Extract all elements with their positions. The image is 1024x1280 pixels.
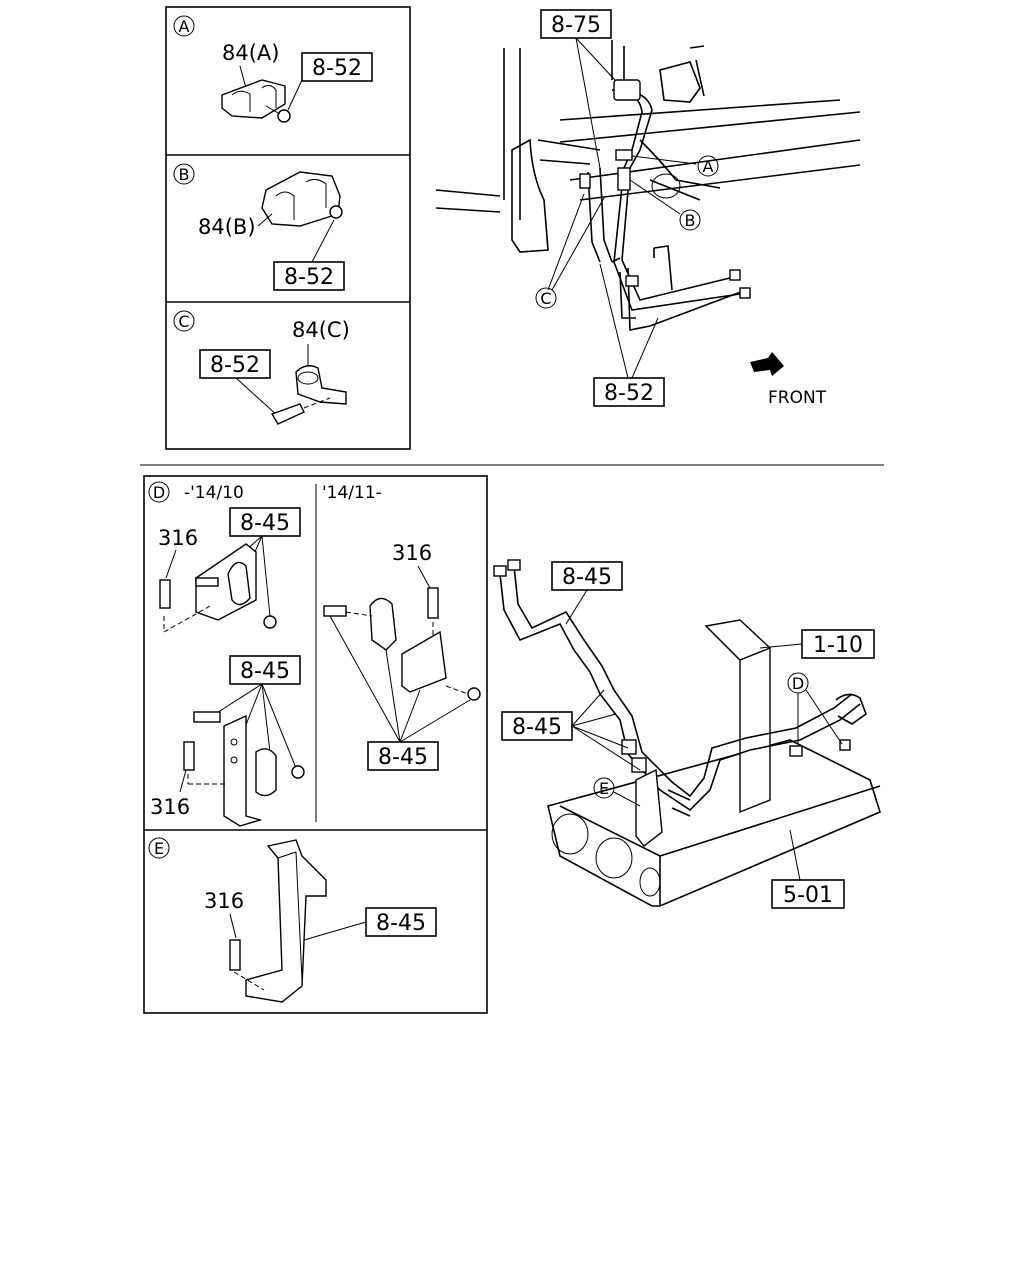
- part-84c-label: 84(C): [292, 318, 350, 342]
- bolt-316-e: [229, 939, 241, 971]
- callout-c-main-circle: [535, 287, 557, 309]
- cab-body: [511, 138, 549, 253]
- callout-e-main: E: [599, 779, 609, 798]
- ref-8-52-c: 8-52: [210, 353, 260, 378]
- bracket-d3: [401, 630, 447, 693]
- callout-d-label: D: [153, 483, 165, 502]
- bolt-316-d2: [183, 741, 195, 771]
- callout-c-main: C: [540, 289, 551, 308]
- ref-8-52-a: 8-52: [312, 56, 362, 81]
- callout-b-label: B: [179, 165, 190, 184]
- date-before-label: -'14/10: [184, 483, 244, 503]
- callout-a-main-circle: [697, 155, 719, 177]
- detail-e: E 316 8-45: [148, 837, 437, 1003]
- bolt-d3: [323, 605, 347, 617]
- ref-8-52-b: 8-52: [284, 265, 334, 290]
- callout-a-label: A: [179, 17, 190, 36]
- callout-e-main-circle: [593, 777, 615, 799]
- clamp-d1: [227, 561, 251, 606]
- part-316-d1: 316: [158, 526, 198, 550]
- front-label: FRONT: [768, 388, 827, 408]
- date-after-label: '14/11-: [322, 483, 382, 503]
- ref-1-10: 1-10: [813, 633, 863, 658]
- bracket-top: [659, 61, 701, 103]
- frame-rail: [547, 739, 881, 907]
- part-316-d2: 316: [150, 795, 190, 819]
- clamp-d2: [255, 748, 277, 797]
- ref-8-75: 8-75: [551, 13, 601, 38]
- detail-panel-abc: [165, 6, 411, 450]
- callout-c-circle: [173, 310, 195, 332]
- detail-c: C 84(C) 8-52: [173, 310, 350, 425]
- bottom-main-view: 8-45 8-45 1-10 D E 5-01: [493, 559, 881, 909]
- ref-box-5-01: [771, 879, 845, 909]
- ref-8-45-d3: 8-45: [378, 745, 428, 770]
- ref-8-45-m2: 8-45: [512, 715, 562, 740]
- part-84a-label: 84(A): [222, 41, 279, 65]
- part-316-e: 316: [204, 889, 244, 913]
- ref-box-8-52-c: [199, 349, 271, 379]
- ref-8-45-m1: 8-45: [562, 565, 612, 590]
- ref-5-01: 5-01: [783, 883, 833, 908]
- callout-d-circle: [148, 481, 170, 503]
- ref-box-8-52-main: [593, 377, 665, 407]
- bolt-316-d1: [159, 579, 171, 609]
- bracket-e: [245, 839, 327, 1003]
- part-84b-label: 84(B): [198, 215, 256, 239]
- callout-e-circle: [148, 837, 170, 859]
- bracket-e-main: [635, 768, 663, 847]
- clamp-84a: [221, 79, 286, 119]
- detail-d: D -'14/10 '14/11- 316 8-45 8-45: [148, 481, 481, 827]
- bolt-316-d3: [427, 587, 439, 619]
- ref-box-8-45-d3: [367, 741, 439, 771]
- clamp-84c: [295, 365, 347, 405]
- detail-b: B 84(B) 8-52: [173, 163, 345, 291]
- part-316-d3: 316: [392, 541, 432, 565]
- callout-b-main-circle: [679, 209, 701, 231]
- clamp-84b: [261, 171, 341, 227]
- ref-8-45-e: 8-45: [376, 911, 426, 936]
- callout-c-label: C: [178, 312, 189, 331]
- ref-8-45-d1: 8-45: [240, 511, 290, 536]
- callout-a-circle: [173, 15, 195, 37]
- bolt-a: [277, 109, 291, 123]
- front-arrow-icon: [750, 352, 784, 376]
- top-main-view: 8-75 A B: [435, 9, 861, 408]
- bolt-c: [270, 403, 305, 425]
- detail-a: A 84(A) 8-52: [173, 15, 373, 123]
- ref-box-8-45-d2: [229, 655, 301, 685]
- callout-a-main: A: [703, 157, 714, 176]
- callout-b-main: B: [685, 211, 696, 230]
- ref-box-8-45-d1: [229, 507, 301, 537]
- ref-box-8-52-a: [301, 52, 373, 82]
- ref-box-8-52-b: [273, 261, 345, 291]
- bolt-d2a: [193, 711, 221, 723]
- clamp-d3: [369, 597, 397, 651]
- detail-panel-de: [143, 475, 488, 1014]
- nut-b: [329, 205, 343, 219]
- bracket-d2: [223, 714, 263, 827]
- ref-8-45-d2: 8-45: [240, 659, 290, 684]
- callout-b-circle: [173, 163, 195, 185]
- callout-d-main: D: [792, 674, 804, 693]
- ref-8-52-main: 8-52: [604, 381, 654, 406]
- callout-e-label: E: [154, 839, 164, 858]
